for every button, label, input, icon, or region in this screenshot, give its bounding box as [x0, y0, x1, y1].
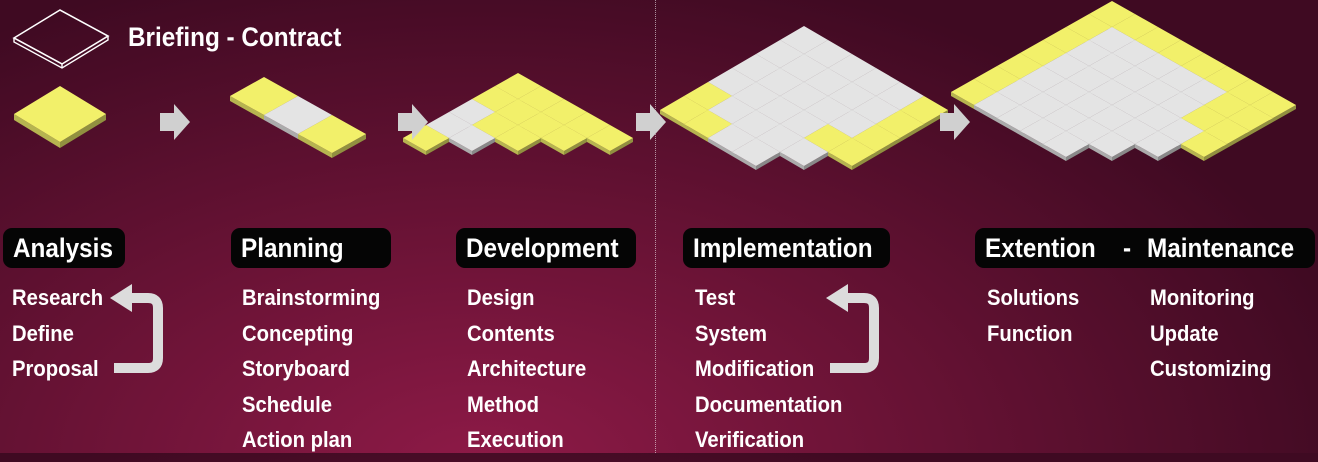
- list-item: Update: [1150, 320, 1219, 346]
- chevron-right-arrow-icon: [160, 104, 190, 140]
- tile-planning: [298, 115, 366, 158]
- list-item: Brainstorming: [242, 285, 381, 310]
- tile-development: [541, 125, 587, 155]
- heading-separator: -: [1123, 233, 1132, 263]
- stage-heading-extention-maintenance: Extention - Maintenance: [975, 228, 1315, 268]
- list-item: Modification: [695, 356, 815, 381]
- list-item: Method: [467, 391, 539, 417]
- list-item: Contents: [467, 320, 555, 346]
- heading-extention: Extention: [985, 233, 1096, 263]
- chevron-right-arrow-icon: [398, 104, 428, 140]
- list-item: Architecture: [467, 356, 587, 381]
- list-item: Documentation: [695, 391, 843, 417]
- list-item: Verification: [695, 427, 805, 452]
- tile-development: [449, 125, 495, 155]
- return-arrow-icon: [110, 284, 163, 373]
- tile-maintenance: [1181, 131, 1227, 161]
- paper-sheet-icon: [12, 9, 110, 69]
- list-item: System: [695, 320, 768, 346]
- tile-implementation: [780, 138, 828, 170]
- heading-maintenance: Maintenance: [1147, 233, 1295, 263]
- stage-illustrations: [14, 1, 1296, 170]
- list-item: Storyboard: [242, 356, 350, 381]
- list-item: Action plan: [242, 427, 353, 452]
- implementation-list: Test System Modification Documentation V…: [695, 284, 855, 462]
- phase-divider: [655, 0, 656, 453]
- list-item: Research: [12, 285, 104, 310]
- return-arrow-icon: [826, 284, 879, 373]
- list-item: Monitoring: [1150, 285, 1255, 310]
- development-list: Design Contents Architecture Method Exec…: [467, 284, 597, 462]
- stage-heading-development: Development: [456, 228, 636, 268]
- stage-heading-implementation: Implementation: [683, 228, 890, 268]
- list-item: Design: [467, 285, 535, 310]
- page-title: Briefing - Contract: [128, 22, 342, 52]
- list-item: Test: [695, 285, 736, 310]
- analysis-list: Research Define Proposal: [12, 284, 111, 391]
- list-item: Schedule: [242, 391, 332, 417]
- planning-list: Brainstorming Concepting Storyboard Sche…: [242, 284, 392, 462]
- list-item: Concepting: [242, 320, 354, 346]
- stage-heading-planning: Planning: [231, 228, 391, 268]
- list-item: Solutions: [987, 285, 1080, 310]
- extention-list: Solutions Function: [987, 284, 1087, 355]
- maintenance-list: Monitoring Update Customizing: [1150, 284, 1282, 391]
- tile-analysis: [14, 86, 106, 148]
- tile-implementation: [732, 138, 780, 170]
- list-item: Define: [12, 320, 74, 346]
- list-item: Execution: [467, 427, 564, 452]
- stage-heading-analysis: Analysis: [3, 228, 125, 268]
- list-item: Customizing: [1150, 356, 1272, 381]
- chevron-right-arrow-icon: [940, 104, 970, 140]
- tile-implementation: [828, 138, 876, 170]
- list-item: Function: [987, 320, 1073, 346]
- tile-development: [587, 125, 633, 155]
- tile-maintenance: [1043, 131, 1089, 161]
- tile-maintenance: [1135, 131, 1181, 161]
- tile-maintenance: [1089, 131, 1135, 161]
- list-item: Proposal: [12, 356, 99, 381]
- chevron-right-arrow-icon: [636, 104, 666, 140]
- tile-development: [495, 125, 541, 155]
